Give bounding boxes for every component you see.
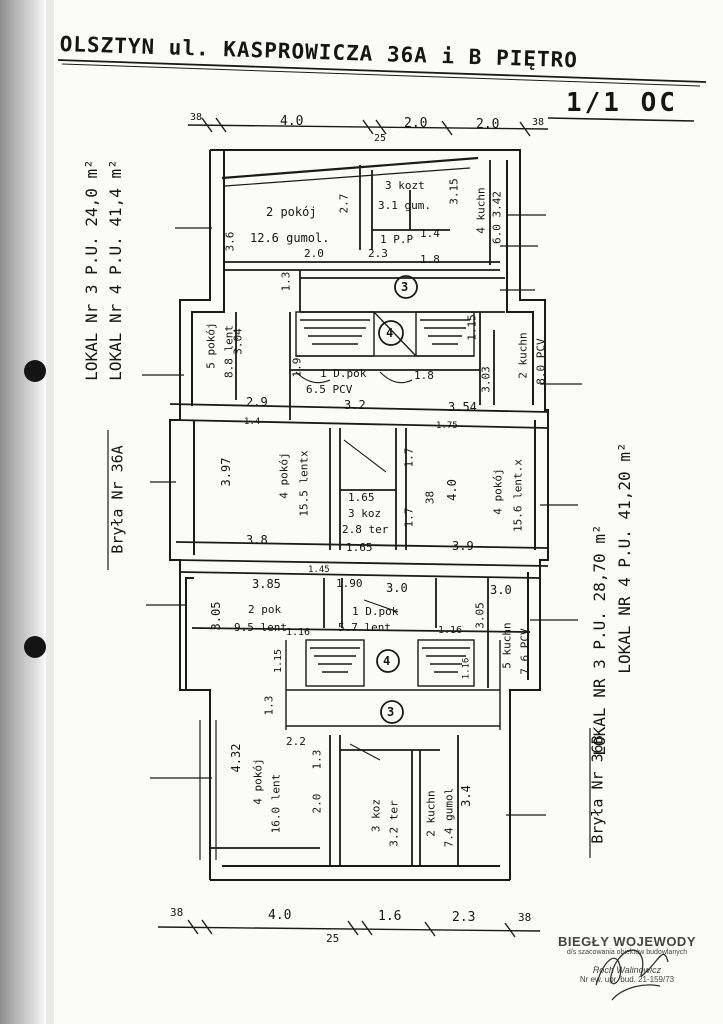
dim-2-3-top: 2.3 (368, 247, 388, 260)
scanner-shadow-left (0, 0, 44, 1024)
stair-marker-top-3: 3 (401, 280, 409, 294)
dim-1-4-mid: 1.4 (244, 417, 261, 427)
room-label-koz: 3 kozt (385, 179, 425, 192)
dim-2-9: 2.9 (246, 395, 268, 409)
dim-3-9: 3.9 (452, 539, 474, 553)
room-area-koz: 3.1 gum. (378, 199, 431, 212)
top-dim-4-0: 4.0 (280, 114, 304, 129)
dim-1-75: 1.75 (436, 421, 458, 431)
top-dim-38b: 38 (532, 117, 545, 128)
dim-1-65-lower: 1.65 (346, 541, 373, 554)
room-area-koz-mid: 2.8 ter (342, 523, 389, 536)
dim-3-54: 3.54 (448, 400, 477, 414)
dim-3-85: 3.85 (252, 577, 281, 591)
dim-1-90: 1.90 (336, 577, 363, 590)
scanner-shadow-stripe (46, 0, 54, 1024)
stamp-license: Nr ew. upr. bud. 21-159/73 (579, 975, 675, 984)
bottom-dim-25: 25 (326, 932, 340, 945)
dim-1-45: 1.45 (308, 565, 330, 575)
room-label-pp: 1 P.P (380, 233, 414, 246)
bottom-dim-1-6: 1.6 (378, 909, 402, 924)
room-area-d-pok-top: 6.5 PCV (306, 383, 353, 396)
document-code: 1/1 OC (566, 88, 678, 118)
bottom-dim-38a: 38 (170, 906, 184, 919)
stair-marker-bottom-4: 4 (383, 654, 391, 668)
dim-2-2: 2.2 (286, 735, 306, 748)
punch-hole-lower (24, 636, 46, 658)
room-area-pokoj-2: 12.6 gumol. (250, 231, 330, 245)
room-label-d-pok-top: 1 D.pok (320, 367, 367, 380)
top-dim-2-0a: 2.0 (404, 116, 428, 131)
expert-stamp: BIEGŁY WOJEWODY d/s szacowania obiektów … (541, 934, 713, 984)
dim-3-0-right: 3.0 (490, 583, 512, 597)
room-area-d-pok-lower: 5.7 lent (338, 621, 391, 634)
dim-1-16-left: 1.16 (286, 627, 311, 638)
stamp-subtitle: d/s szacowania obiektów budowlanych (566, 949, 688, 956)
dim-1-4: 1.4 (420, 227, 440, 240)
stamp-name: Roch Walinowicz (592, 965, 662, 975)
stair-marker-top-4: 4 (386, 326, 394, 340)
bottom-dim-4-0: 4.0 (268, 908, 292, 923)
room-label-d-pok-lower: 1 D.pok (352, 605, 399, 618)
dim-1-8-mid: 1.8 (414, 369, 434, 382)
dim-3-2: 3.2 (344, 398, 366, 412)
dim-3-0-mid: 3.0 (386, 581, 408, 595)
stamp-title: BIEGŁY WOJEWODY (558, 934, 696, 949)
room-area-pokoj-2-lower: 9.5 lent (234, 621, 287, 634)
room-label-pokoj-2: 2 pokój (266, 205, 317, 219)
bottom-dim-2-3: 2.3 (452, 910, 476, 925)
dim-3-8: 3.8 (246, 533, 268, 547)
top-dim-38a: 38 (190, 112, 203, 123)
dim-1-16-right: 1.16 (438, 625, 463, 636)
room-label-koz-mid: 3 koz (348, 507, 382, 520)
top-dim-25: 25 (374, 133, 387, 144)
dim-2-0-top: 2.0 (304, 247, 324, 260)
bottom-dim-38b: 38 (518, 911, 532, 924)
dim-1-8-top: 1.8 (420, 253, 440, 266)
punch-hole-upper (24, 360, 46, 382)
top-dim-2-0b: 2.0 (476, 117, 500, 132)
dim-1-65-upper: 1.65 (348, 491, 375, 504)
room-label-pokoj-2-lower: 2 pok (248, 603, 282, 616)
stair-marker-bottom-3: 3 (387, 705, 395, 719)
